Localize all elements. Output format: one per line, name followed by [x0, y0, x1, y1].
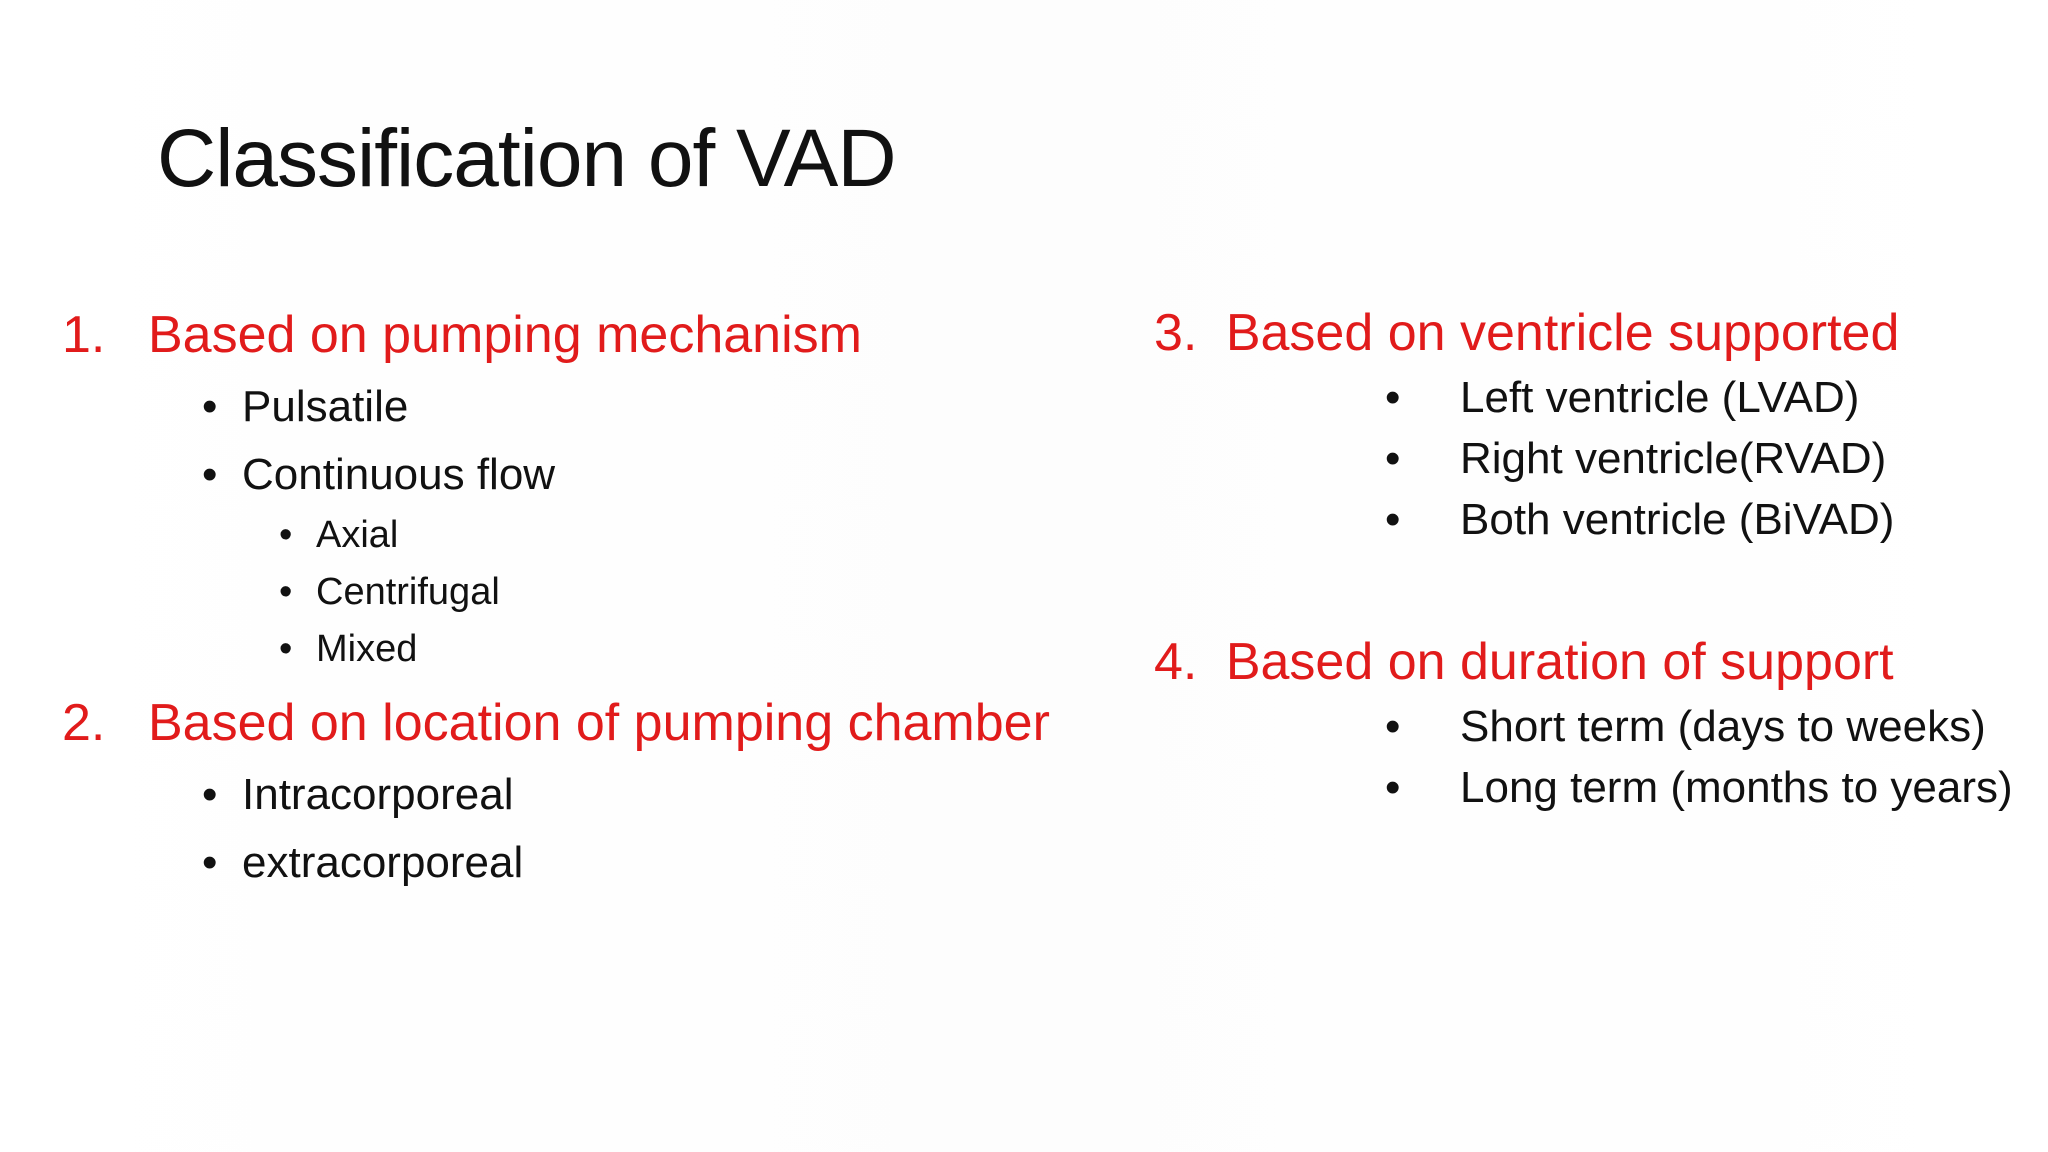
section-heading: 3. Based on ventricle supported: [1154, 307, 1899, 359]
list-item-label: Both ventricle (BiVAD): [1460, 495, 1895, 544]
list-item-label: extracorporeal: [242, 838, 524, 887]
sub-list-item-label: Mixed: [316, 628, 418, 670]
section-heading: 4. Based on duration of support: [1154, 636, 2013, 688]
section-title: Based on ventricle supported: [1225, 304, 1900, 362]
list-item-label: Long term (months to years): [1460, 763, 2013, 812]
bullet-icon: •: [279, 571, 293, 613]
slide-title: Classification of VAD: [157, 113, 897, 204]
list-item: • Right ventricle(RVAD): [1385, 437, 1899, 481]
section-number: 4.: [1154, 633, 1198, 691]
list-item: • Pulsatile: [202, 385, 862, 429]
bullet-icon: •: [202, 450, 218, 499]
bullet-icon: •: [202, 838, 218, 887]
bullet-icon: •: [1385, 434, 1401, 483]
list-item: • Continuous flow: [202, 453, 862, 497]
bullet-icon: •: [1385, 763, 1401, 812]
sub-list-item: • Mixed: [279, 630, 862, 668]
list-item-label: Left ventricle (LVAD): [1460, 373, 1860, 422]
bullet-icon: •: [202, 770, 218, 819]
sub-list-item-label: Centrifugal: [316, 571, 500, 613]
list-item: • Intracorporeal: [202, 773, 1050, 817]
sub-list-item-label: Axial: [316, 514, 399, 556]
sub-list-item: • Centrifugal: [279, 573, 862, 611]
list-item-label: Intracorporeal: [242, 770, 514, 819]
section-heading: 2. Based on location of pumping chamber: [62, 697, 1050, 749]
list-item: • Long term (months to years): [1385, 766, 2013, 810]
bullet-icon: •: [279, 628, 293, 670]
section-heading: 1. Based on pumping mechanism: [62, 309, 862, 361]
list-item-label: Right ventricle(RVAD): [1460, 434, 1887, 483]
section-ventricle-supported: 3. Based on ventricle supported • Left v…: [1154, 307, 1899, 542]
bullet-icon: •: [202, 382, 218, 431]
list-item: • Both ventricle (BiVAD): [1385, 498, 1899, 542]
section-title: Based on duration of support: [1225, 633, 1894, 691]
bullet-icon: •: [1385, 702, 1401, 751]
section-number: 3.: [1154, 304, 1198, 362]
section-support-duration: 4. Based on duration of support • Short …: [1154, 636, 2013, 810]
list-item-label: Short term (days to weeks): [1460, 702, 1986, 751]
list-item-label: Pulsatile: [242, 382, 409, 431]
list-item: • extracorporeal: [202, 841, 1050, 885]
section-pumping-mechanism: 1. Based on pumping mechanism • Pulsatil…: [62, 309, 862, 668]
bullet-icon: •: [1385, 373, 1401, 422]
list-item-label: Continuous flow: [242, 450, 556, 499]
sub-list-item: • Axial: [279, 516, 862, 554]
list-item: • Short term (days to weeks): [1385, 705, 2013, 749]
section-pumping-chamber-location: 2. Based on location of pumping chamber …: [62, 697, 1050, 885]
section-title: Based on pumping mechanism: [148, 306, 862, 364]
section-number: 2.: [62, 694, 106, 752]
section-number: 1.: [62, 306, 106, 364]
section-title: Based on location of pumping chamber: [148, 694, 1050, 752]
list-item: • Left ventricle (LVAD): [1385, 376, 1899, 420]
bullet-icon: •: [279, 514, 293, 556]
bullet-icon: •: [1385, 495, 1401, 544]
